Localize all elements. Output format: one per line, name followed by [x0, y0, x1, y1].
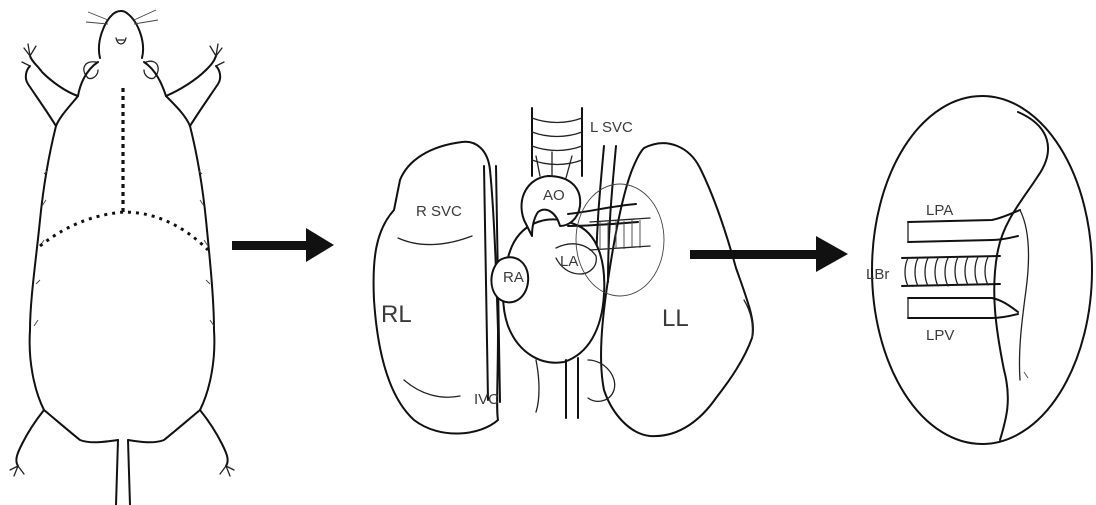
label-lpa: LPA: [926, 202, 953, 219]
label-la: LA: [560, 253, 578, 270]
label-ll: LL: [662, 305, 689, 332]
label-r-svc: R SVC: [416, 203, 462, 220]
label-rl: RL: [381, 301, 412, 328]
diaphragm-incision-line: [40, 212, 208, 250]
thorax-illustration: [374, 108, 754, 436]
label-ao: AO: [543, 187, 565, 204]
arrow-right-icon: [690, 236, 848, 272]
label-lpv: LPV: [926, 327, 954, 344]
zoom-illustration: [872, 96, 1092, 444]
mouse-illustration: [10, 10, 234, 505]
label-ra: RA: [503, 269, 524, 286]
label-l-svc: L SVC: [590, 119, 633, 136]
arrow-right-icon: [232, 228, 334, 262]
label-lbr: LBr: [866, 266, 889, 283]
label-ivc: IVC: [474, 391, 499, 408]
